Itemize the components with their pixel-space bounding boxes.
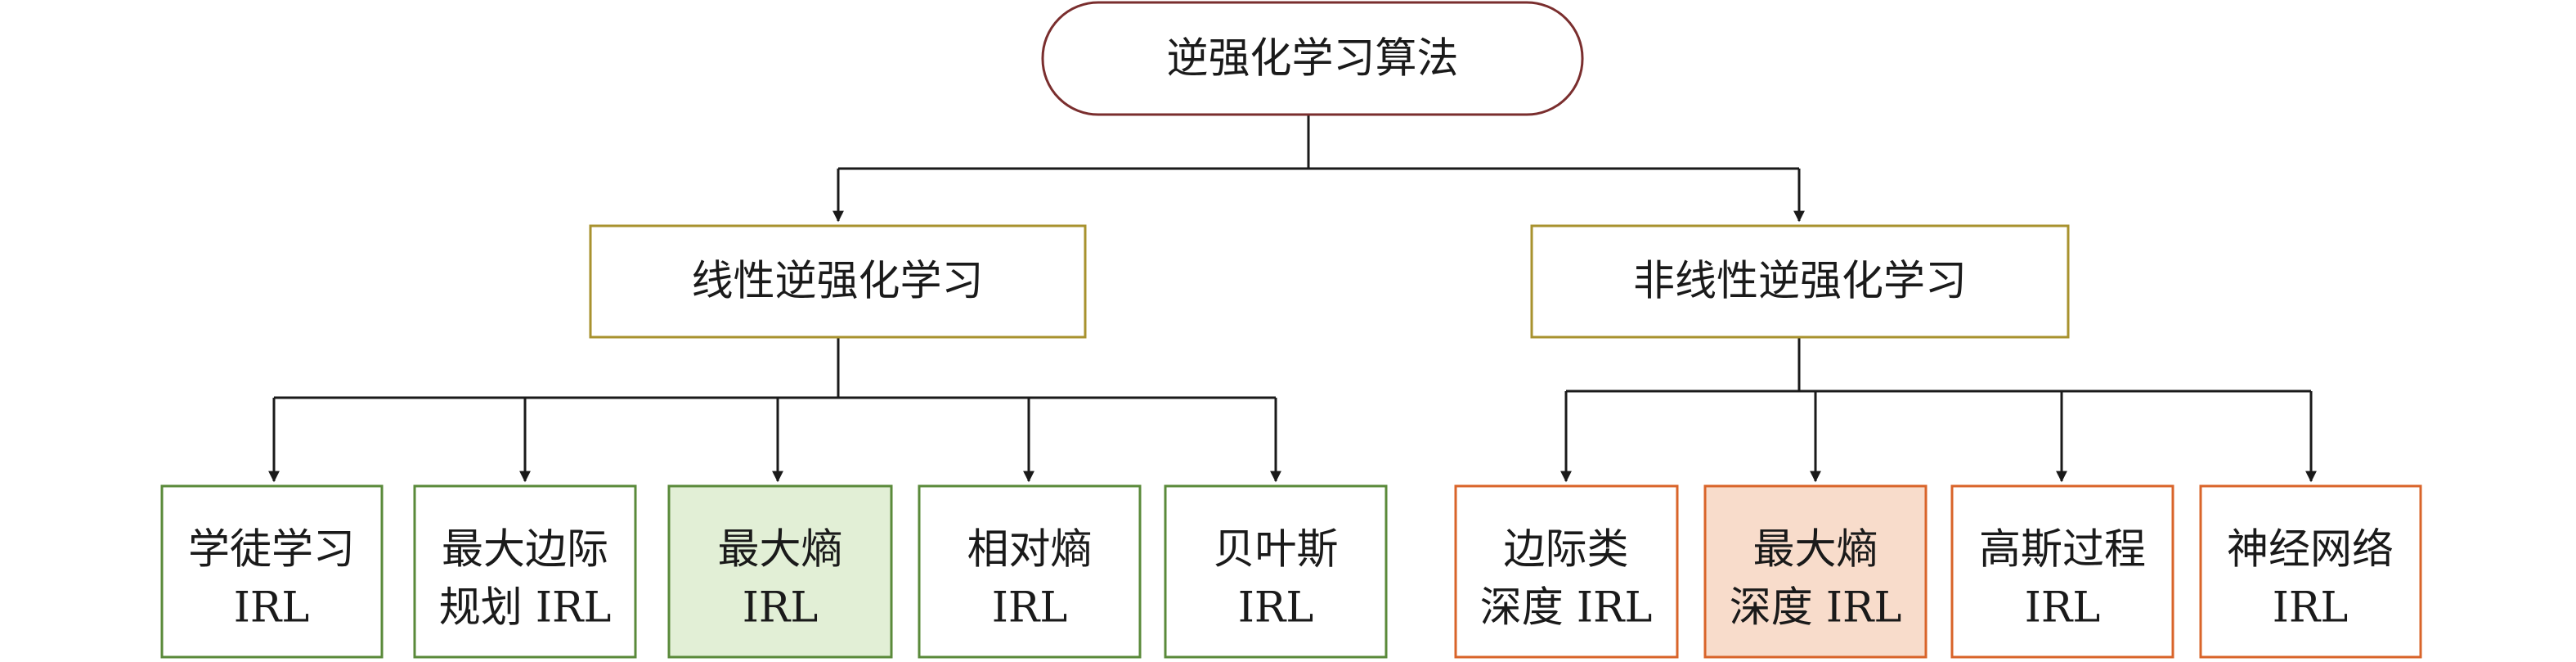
leaf-node-label-line2: IRL bbox=[1238, 584, 1313, 633]
leaf-node-nonlinear-2: 最大熵 深度 IRL bbox=[1703, 484, 1928, 659]
root-node-label: 逆强化学习算法 bbox=[1166, 35, 1458, 83]
leaf-node-linear-2: 最大边际 规划 IRL bbox=[413, 484, 637, 659]
leaf-node-box bbox=[2199, 484, 2422, 659]
leaf-node-linear-5: 贝叶斯 IRL bbox=[1164, 484, 1388, 659]
leaf-node-label-line1: 神经网络 bbox=[2227, 526, 2394, 574]
branch-node-nonlinear: 非线性逆强化学习 bbox=[1530, 224, 2070, 339]
leaf-node-label-line2: 深度 IRL bbox=[1480, 584, 1653, 633]
leaf-node-label-line1: 学徒学习 bbox=[188, 526, 355, 574]
branch-node-nonlinear-box bbox=[1530, 224, 2070, 339]
leaf-node-label-line2: IRL bbox=[234, 584, 309, 633]
leaf-node-box bbox=[160, 484, 384, 659]
leaf-node-label-line1: 边际类 bbox=[1503, 526, 1628, 574]
leaf-node-nonlinear-1: 边际类 深度 IRL bbox=[1454, 484, 1679, 659]
leaf-node-box bbox=[1950, 484, 2174, 659]
leaf-node-box-highlighted bbox=[667, 484, 893, 659]
leaf-node-label-line2: IRL bbox=[992, 584, 1067, 633]
leaf-node-box bbox=[918, 484, 1142, 659]
leaf-node-linear-3: 最大熵 IRL bbox=[667, 484, 893, 659]
leaf-node-box bbox=[413, 484, 637, 659]
leaf-node-label-line1: 最大熵 bbox=[1752, 526, 1878, 574]
leaf-node-nonlinear-3: 高斯过程 IRL bbox=[1950, 484, 2174, 659]
leaf-node-nonlinear-4: 神经网络 IRL bbox=[2199, 484, 2422, 659]
leaf-node-label-line1: 贝叶斯 bbox=[1213, 526, 1338, 574]
branch-node-linear-box bbox=[589, 224, 1087, 339]
branch-node-nonlinear-label: 非线性逆强化学习 bbox=[1633, 258, 1967, 306]
leaf-node-label-line2: 规划 IRL bbox=[439, 584, 612, 633]
connectors bbox=[268, 115, 2317, 483]
leaf-node-label-line1: 高斯过程 bbox=[1979, 526, 2146, 574]
leaf-node-label-line2: IRL bbox=[2025, 584, 2100, 633]
root-node: 逆强化学习算法 bbox=[1041, 1, 1584, 116]
leaf-node-label-line2: IRL bbox=[2273, 584, 2348, 633]
leaf-node-box bbox=[1164, 484, 1388, 659]
root-node-box bbox=[1041, 1, 1584, 116]
leaf-node-box bbox=[1454, 484, 1679, 659]
leaf-node-linear-4: 相对熵 IRL bbox=[918, 484, 1142, 659]
branch-node-linear: 线性逆强化学习 bbox=[589, 224, 1087, 339]
leaf-node-linear-1: 学徒学习 IRL bbox=[160, 484, 384, 659]
leaf-node-label-line2: 深度 IRL bbox=[1730, 584, 1902, 633]
leaf-node-label-line1: 最大熵 bbox=[717, 526, 842, 574]
leaf-node-label-line1: 最大边际 bbox=[442, 526, 608, 574]
branch-node-linear-label: 线性逆强化学习 bbox=[691, 258, 983, 306]
leaf-node-box-highlighted bbox=[1703, 484, 1928, 659]
leaf-node-label-line2: IRL bbox=[743, 584, 818, 633]
leaf-node-label-line1: 相对熵 bbox=[967, 526, 1092, 574]
